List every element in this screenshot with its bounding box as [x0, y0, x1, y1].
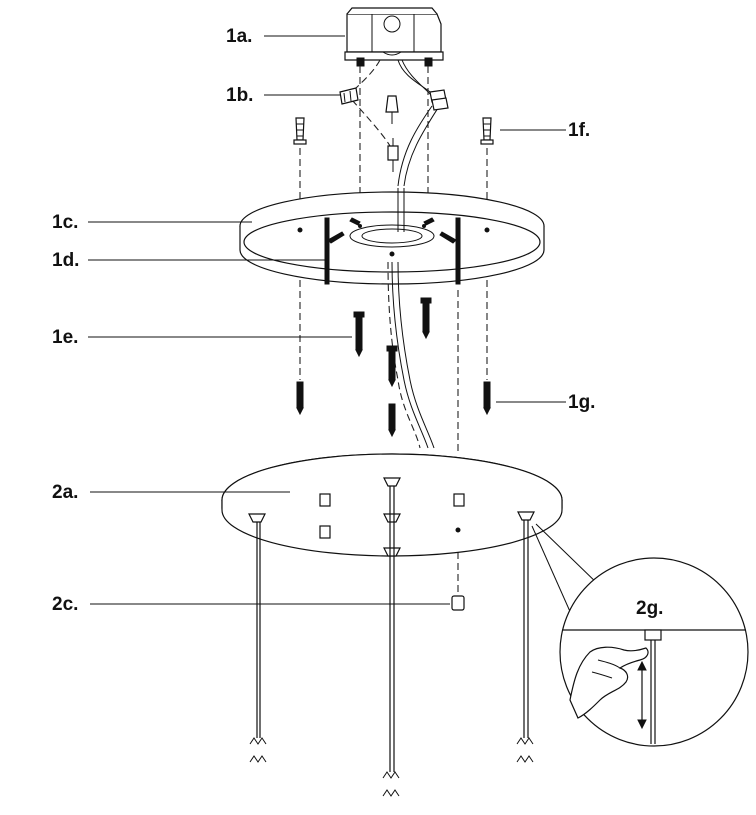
- mounting-plate: [239, 191, 545, 285]
- anchor-screws: [296, 381, 491, 416]
- plate-screws: [353, 297, 432, 438]
- label-1d: 1d.: [52, 250, 79, 271]
- hand-icon: [569, 646, 649, 719]
- label-2c: 2c.: [52, 594, 78, 615]
- label-1c: 1c.: [52, 212, 78, 233]
- label-2a: 2a.: [52, 482, 78, 503]
- cap-nut: [451, 595, 465, 611]
- wall-anchor-left: [293, 117, 307, 145]
- wire-nuts: [339, 87, 449, 172]
- label-1f: 1f.: [568, 120, 590, 141]
- supply-wires-lower: [387, 188, 435, 449]
- label-2g: 2g.: [636, 598, 663, 619]
- mounting-box: [344, 7, 444, 67]
- leader-lines: [88, 35, 566, 605]
- label-1a: 1a.: [226, 26, 252, 47]
- cable-grip-detail: [531, 523, 749, 747]
- suspension-cables: [249, 486, 534, 797]
- label-1b: 1b.: [226, 85, 253, 106]
- threaded-studs: [324, 217, 461, 285]
- wall-anchor-right: [480, 117, 494, 145]
- canopy: [221, 453, 563, 557]
- label-1e: 1e.: [52, 327, 78, 348]
- label-1g: 1g.: [568, 392, 595, 413]
